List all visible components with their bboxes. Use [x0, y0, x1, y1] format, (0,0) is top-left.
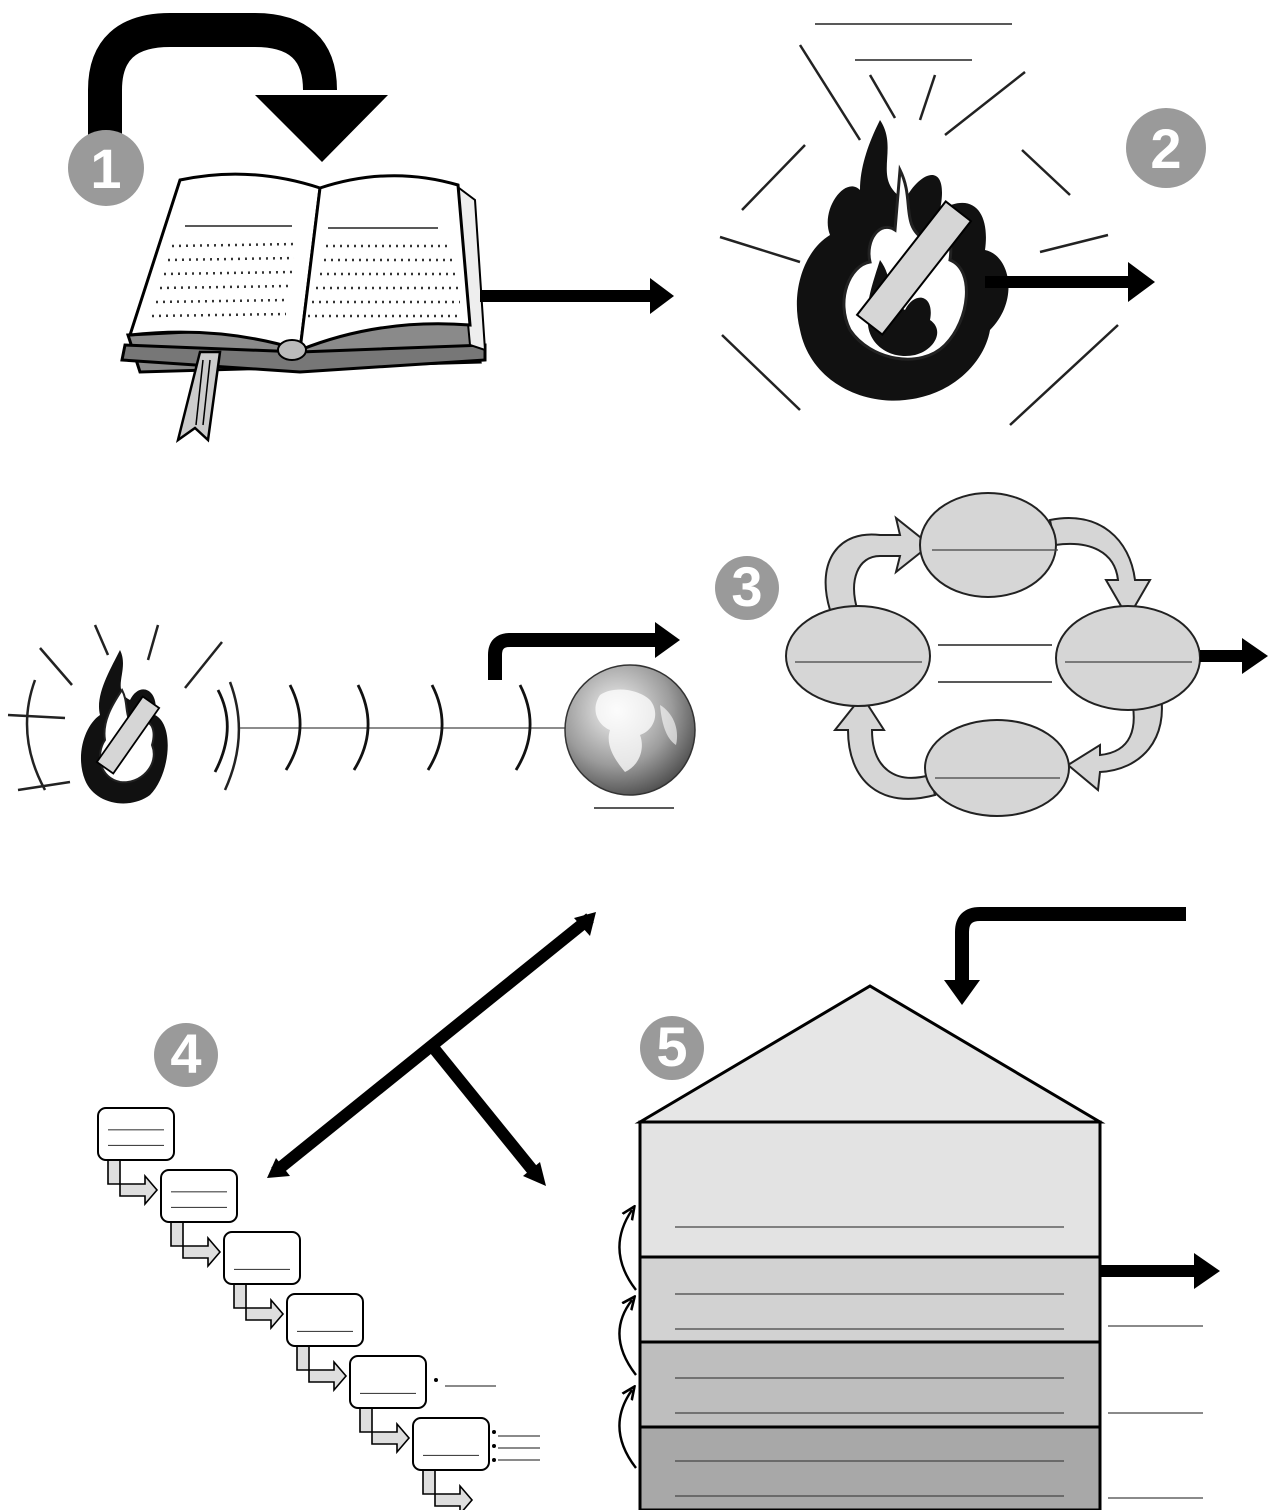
staircase-elbow-arrow — [297, 1346, 346, 1390]
fire-to-globe-group — [8, 622, 695, 808]
house-layer-4 — [640, 1427, 1100, 1510]
step-badge-2: 2 — [1126, 108, 1206, 188]
step-badge-5: 5 — [640, 1015, 704, 1080]
house-roof — [640, 986, 1100, 1122]
house-layer-3 — [640, 1342, 1100, 1427]
staircase-box — [413, 1418, 489, 1470]
cycle-node-bottom — [925, 720, 1069, 816]
svg-text:2: 2 — [1150, 117, 1181, 180]
staircase-box — [161, 1170, 237, 1222]
step-2-group: 2 — [720, 24, 1206, 425]
staircase-elbow-arrow — [108, 1160, 157, 1204]
small-fire-icon — [8, 625, 239, 803]
staircase-elbow-arrow — [360, 1408, 409, 1452]
open-book-icon — [122, 174, 485, 440]
staircase-elbow-arrow — [171, 1222, 220, 1266]
step-badge-3: 3 — [715, 555, 779, 620]
step-5-group: 5 — [619, 914, 1220, 1510]
layer-up-arrows — [619, 1210, 636, 1468]
staircase-boxes — [98, 1108, 489, 1510]
curved-arrow-head — [255, 95, 388, 162]
bent-arrow-into-roof — [962, 914, 1186, 985]
step-badge-1: 1 — [68, 130, 144, 206]
staircase-box — [98, 1108, 174, 1160]
staircase-elbow-arrow — [234, 1284, 283, 1328]
staircase-box — [350, 1356, 426, 1408]
svg-text:3: 3 — [731, 555, 762, 618]
fire-icon — [720, 45, 1118, 425]
cycle-node-left — [786, 606, 930, 706]
house-layer-1 — [640, 1122, 1100, 1257]
cycle-node-top — [920, 493, 1056, 597]
globe-icon — [565, 665, 695, 795]
step-badge-4: 4 — [154, 1022, 218, 1087]
layered-house — [640, 986, 1100, 1510]
svg-text:1: 1 — [90, 137, 121, 200]
step-3-group: 3 — [715, 493, 1268, 816]
staircase-box — [224, 1232, 300, 1284]
cycle-node-right — [1056, 606, 1200, 710]
svg-text:4: 4 — [170, 1022, 201, 1085]
cycle-diagram — [786, 493, 1200, 816]
staircase-box — [287, 1294, 363, 1346]
branching-arrows — [267, 912, 596, 1186]
staircase-elbow-arrow — [423, 1470, 472, 1510]
svg-text:5: 5 — [656, 1015, 687, 1078]
step-1-group: 1 — [68, 30, 674, 440]
